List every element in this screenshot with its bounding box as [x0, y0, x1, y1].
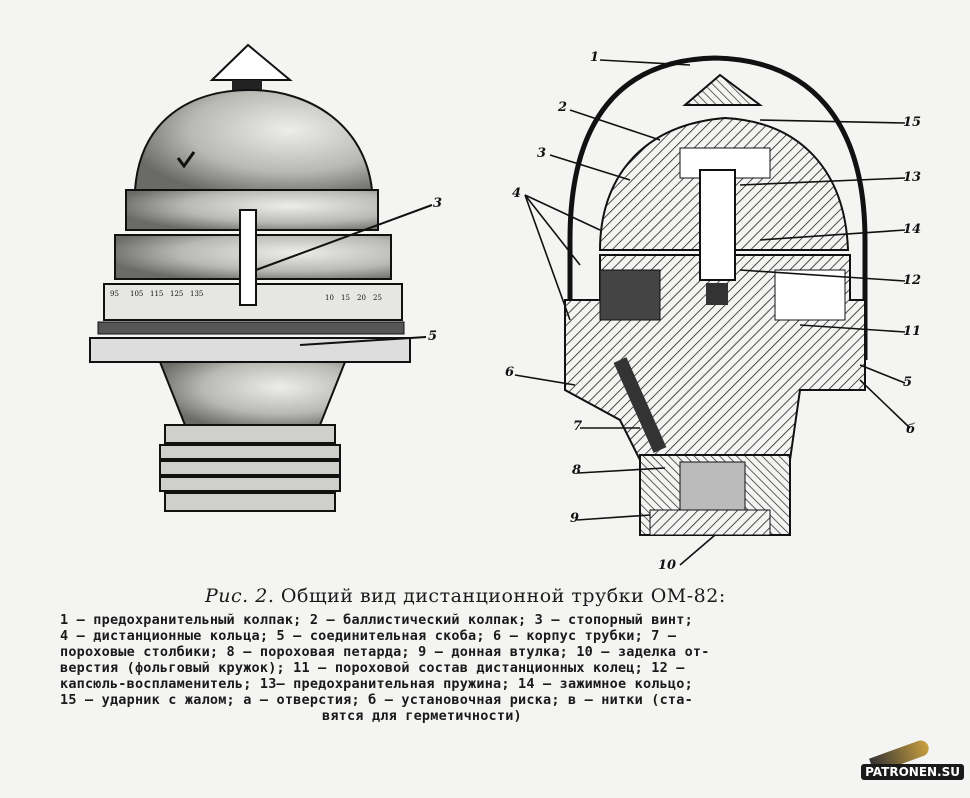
section-view — [514, 55, 911, 566]
legend-line: 15 — ударник с жалом; а — отверстия; б —… — [60, 692, 693, 708]
label-6: 6 — [505, 365, 515, 380]
label-b: б — [906, 422, 916, 437]
scale-mark: 115 — [150, 290, 163, 298]
label-12: 12 — [903, 273, 922, 288]
scale-mark: 25 — [373, 294, 382, 302]
label-7: 7 — [573, 419, 583, 434]
caption-prefix: Рис. 2. — [205, 585, 275, 607]
label-5-left: 5 — [428, 329, 438, 344]
legend-line: капсюль-воспламенитель; 13— предохраните… — [60, 676, 693, 692]
scale-mark: 125 — [170, 290, 183, 298]
scale-mark: 20 — [357, 294, 366, 302]
label-13: 13 — [903, 170, 922, 185]
legend-line: 1 — предохранительный колпак; 2 — баллис… — [60, 612, 693, 628]
figure-caption: Рис. 2. Общий вид дистанционной трубки О… — [205, 585, 726, 607]
legend-line: пороховые столбики; 8 — пороховая петард… — [60, 644, 710, 660]
scale-mark: 135 — [190, 290, 203, 298]
label-4: 4 — [512, 186, 522, 201]
legend-line: верстия (фольговый кружок); 11 — порохов… — [60, 660, 685, 676]
label-14: 14 — [903, 222, 922, 237]
label-3-left: 3 — [433, 196, 443, 211]
scale-mark: 95 — [110, 290, 119, 298]
label-2: 2 — [558, 100, 568, 115]
hole-mark — [176, 151, 196, 169]
watermark: PATRONEN.SU — [861, 764, 964, 780]
label-10: 10 — [658, 558, 677, 573]
figure-legend: 1 — предохранительный колпак; 2 — баллис… — [60, 612, 922, 724]
label-8: 8 — [572, 463, 582, 478]
scale-mark: 105 — [130, 290, 143, 298]
label-15: 15 — [903, 115, 922, 130]
caption-title: Общий вид дистанционной трубки ОМ-82: — [280, 585, 726, 607]
label-5: 5 — [903, 375, 913, 390]
legend-line: 4 — дистанционные кольца; 5 — соединител… — [60, 628, 677, 644]
label-3: 3 — [537, 146, 547, 161]
scale-mark: 10 — [325, 294, 334, 302]
label-9: 9 — [570, 511, 580, 526]
scale-mark: 15 — [341, 294, 350, 302]
label-11: 11 — [903, 324, 922, 339]
label-1: 1 — [590, 50, 600, 65]
external-view: 95 105 115 125 135 10 15 20 25 — [89, 43, 433, 512]
legend-line: вятся для герметичности) — [322, 708, 522, 724]
